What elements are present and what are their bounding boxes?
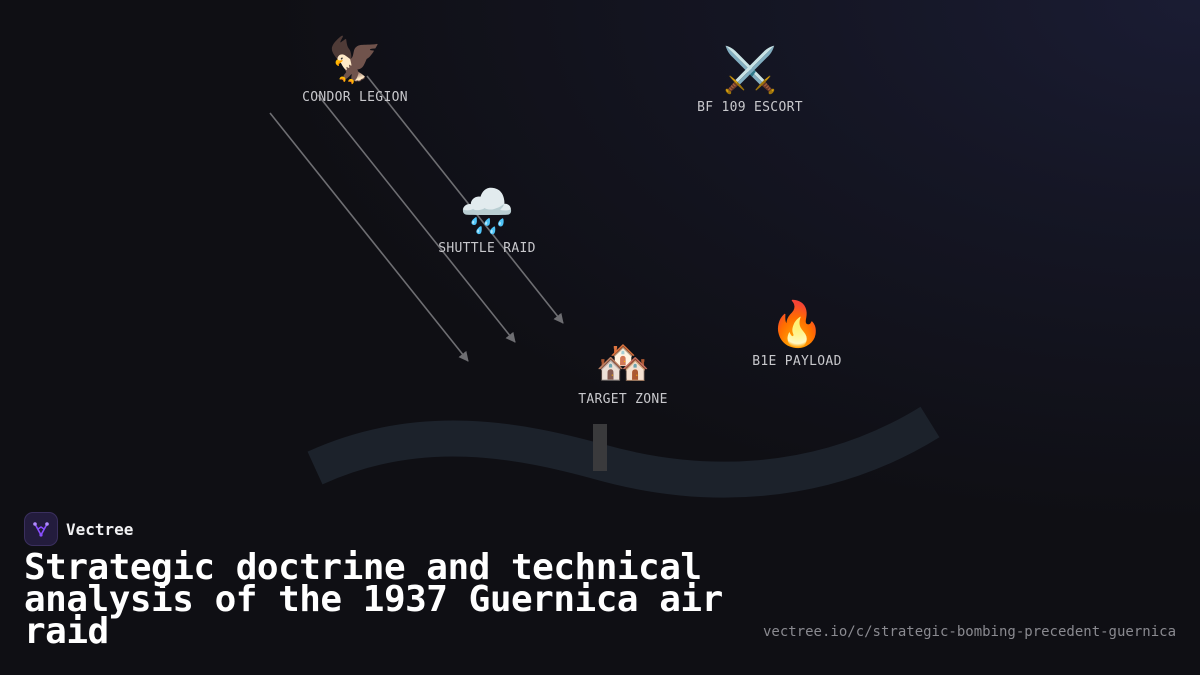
page-title: Strategic doctrine and technical analysi… bbox=[24, 547, 723, 652]
node-shuttle-raid: 🌧️ SHUTTLE RAID bbox=[438, 186, 536, 257]
brand: Vectree bbox=[24, 512, 133, 546]
vectree-logo-icon bbox=[24, 512, 58, 546]
rain-cloud-icon: 🌧️ bbox=[459, 186, 515, 237]
river bbox=[307, 406, 940, 498]
node-label: SHUTTLE RAID bbox=[438, 241, 536, 256]
node-bf109-escort: ⚔️ BF 109 ESCORT bbox=[697, 45, 803, 116]
node-label: TARGET ZONE bbox=[578, 392, 668, 407]
node-condor-legion: 🦅 CONDOR LEGION bbox=[302, 35, 408, 106]
fire-icon: 🔥 bbox=[769, 299, 825, 350]
node-label: B1E PAYLOAD bbox=[752, 354, 842, 369]
node-target-zone: 🏘️ TARGET ZONE bbox=[578, 337, 668, 408]
attack-arrow-3 bbox=[366, 75, 564, 324]
bridge bbox=[593, 424, 607, 471]
node-label: BF 109 ESCORT bbox=[697, 100, 803, 115]
houses-icon: 🏘️ bbox=[595, 337, 651, 388]
source-url: vectree.io/c/strategic-bombing-precedent… bbox=[762, 624, 1176, 640]
crossed-swords-icon: ⚔️ bbox=[722, 45, 778, 96]
brand-name: Vectree bbox=[66, 519, 134, 539]
attack-arrow-1 bbox=[269, 112, 469, 362]
node-b1e-payload: 🔥 B1E PAYLOAD bbox=[752, 299, 842, 370]
node-label: CONDOR LEGION bbox=[302, 90, 408, 105]
eagle-icon: 🦅 bbox=[327, 35, 383, 86]
attack-arrow-2 bbox=[317, 94, 516, 343]
